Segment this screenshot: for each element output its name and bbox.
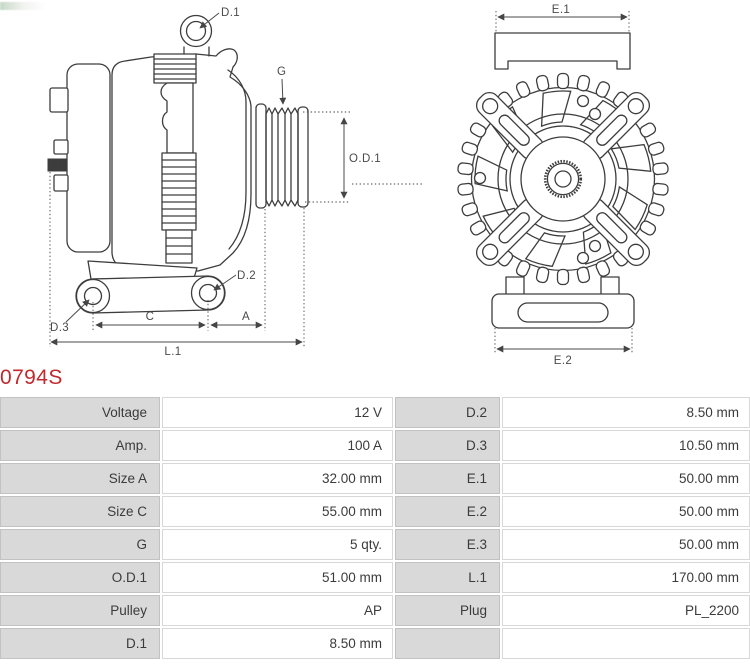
mounting-struts [475, 91, 651, 267]
spec-value: PL_2200 [502, 595, 750, 626]
dim-label-d1: D.1 [221, 7, 240, 19]
fan-blades [474, 90, 652, 268]
dim-label-od1: O.D.1 [349, 153, 381, 165]
spec-value: 5 qty. [162, 529, 393, 560]
logo-fragment [0, 2, 46, 10]
terminal-block [47, 158, 68, 172]
spec-value: 100 A [162, 430, 393, 461]
front-view [457, 32, 669, 329]
spec-label: E.2 [395, 496, 500, 527]
dim-label-l1: L.1 [164, 346, 181, 358]
dim-label-d2: D.2 [237, 270, 256, 282]
spec-value: 55.00 mm [162, 496, 393, 527]
spec-value: 8.50 mm [502, 397, 750, 428]
spec-value: 10.50 mm [502, 430, 750, 461]
side-view [47, 14, 309, 314]
dim-label-c: C [146, 311, 155, 323]
spec-value [502, 628, 750, 659]
pulley-flange [255, 103, 267, 209]
spec-label: Voltage [0, 397, 160, 428]
dim-label-d3: D.3 [50, 322, 69, 334]
spec-label: O.D.1 [0, 562, 160, 593]
spec-label: D.1 [0, 628, 160, 659]
spec-label [395, 628, 500, 659]
spec-label: Pulley [0, 595, 160, 626]
dim-label-g: G [277, 66, 286, 78]
part-number-link[interactable]: 0794S [0, 366, 63, 389]
dim-label-e1: E.1 [552, 4, 570, 16]
spec-value: 12 V [162, 397, 393, 428]
spec-label: Size C [0, 496, 160, 527]
spec-value: 50.00 mm [502, 496, 750, 527]
spec-label: D.3 [395, 430, 500, 461]
spec-value: 32.00 mm [162, 463, 393, 494]
spec-value: 8.50 mm [162, 628, 393, 659]
specs-table: Voltage 12 V D.2 8.50 mm Amp. 100 A D.3 … [0, 397, 750, 659]
dim-label-a: A [242, 311, 250, 323]
spec-label: Plug [395, 595, 500, 626]
spec-value: 50.00 mm [502, 529, 750, 560]
dim-label-e2: E.2 [554, 355, 572, 367]
spec-label: G [0, 529, 160, 560]
spec-label: L.1 [395, 562, 500, 593]
spec-label: Amp. [0, 430, 160, 461]
pulley-grooves [265, 107, 299, 207]
spec-value: 170.00 mm [502, 562, 750, 593]
technical-diagram: D.1 G O.D.1 D.2 D.3 C A L.1 E.1 E.2 [47, 4, 669, 367]
dimension-annotations: D.1 G O.D.1 D.2 D.3 C A L.1 E.1 E.2 [49, 4, 633, 367]
spec-label: E.1 [395, 463, 500, 494]
top-bracket [494, 32, 631, 70]
spec-label: D.2 [395, 397, 500, 428]
spec-value: 50.00 mm [502, 463, 750, 494]
spec-value: AP [162, 595, 393, 626]
spec-label: Size A [0, 463, 160, 494]
spec-value: 51.00 mm [162, 562, 393, 593]
spec-label: E.3 [395, 529, 500, 560]
